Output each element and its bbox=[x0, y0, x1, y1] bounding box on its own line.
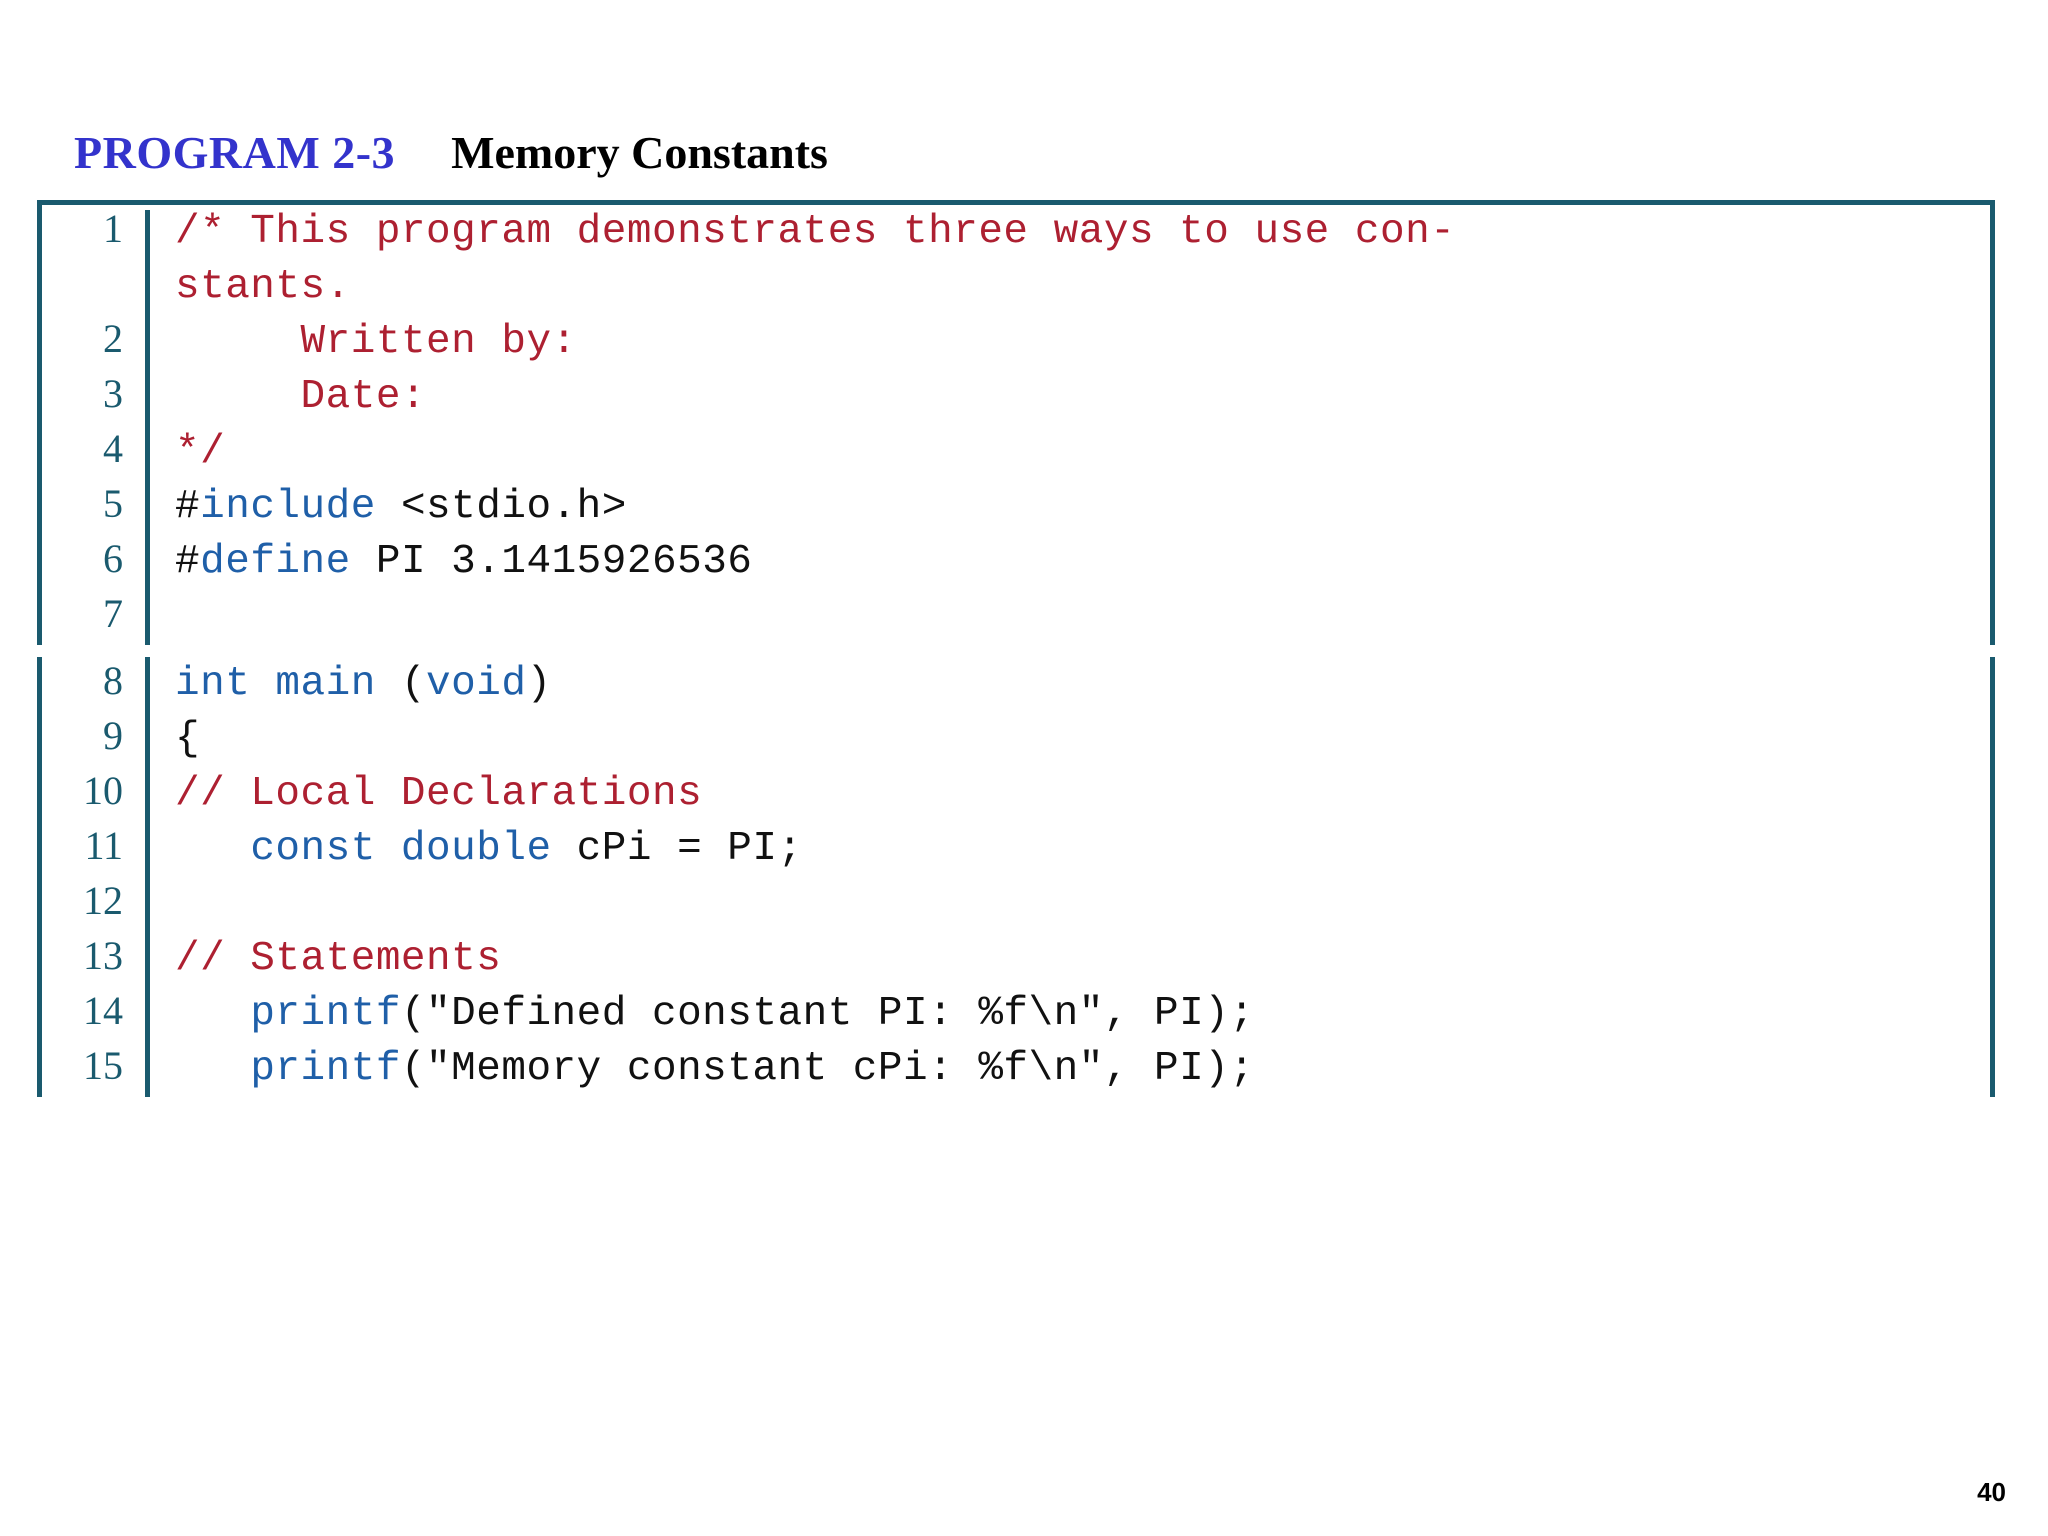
line-number: 6 bbox=[103, 536, 123, 581]
code-line: 11 const double cPi = PI; bbox=[42, 822, 1990, 877]
code-token-pl bbox=[175, 826, 250, 872]
code-token-cmt: /* This program demonstrates three ways … bbox=[175, 209, 1456, 310]
code-line-text: #define PI 3.1415926536 bbox=[145, 535, 1990, 590]
code-line: 13 // Statements bbox=[42, 932, 1990, 987]
page-number: 40 bbox=[1977, 1477, 2006, 1507]
code-line: 10 // Local Declarations bbox=[42, 767, 1990, 822]
line-number: 7 bbox=[103, 591, 123, 636]
code-token-cmt: // Statements bbox=[175, 936, 502, 982]
program-label: PROGRAM 2-3 bbox=[74, 127, 396, 178]
code-token-pl bbox=[175, 1046, 250, 1092]
code-line-text: Written by: bbox=[145, 315, 1990, 370]
code-token-kw: int main bbox=[175, 661, 401, 707]
code-token-pl: ("Defined constant PI: %f\n", PI); bbox=[400, 991, 1255, 1037]
code-line-text: */ bbox=[145, 425, 1990, 480]
line-number: 4 bbox=[103, 426, 123, 471]
code-line-text: // Statements bbox=[145, 932, 1990, 987]
code-line-text: // Local Declarations bbox=[145, 767, 1990, 822]
code-token-pl: cPi = PI; bbox=[551, 826, 803, 872]
code-token-pl: { bbox=[175, 716, 201, 762]
code-section: 1 /* This program demonstrates three ways… bbox=[37, 200, 1995, 645]
code-listing: 1 /* This program demonstrates three ways… bbox=[37, 200, 1995, 1380]
code-token-kw: printf bbox=[250, 1046, 401, 1092]
line-number: 3 bbox=[103, 371, 123, 416]
line-number: 2 bbox=[103, 316, 123, 361]
code-line: 9{ bbox=[42, 712, 1990, 767]
line-number: 8 bbox=[103, 658, 123, 703]
line-number: 13 bbox=[83, 933, 123, 978]
code-line-text: Date: bbox=[145, 370, 1990, 425]
code-line: 6 #define PI 3.1415926536 bbox=[42, 535, 1990, 590]
code-token-kw: void bbox=[426, 661, 527, 707]
code-token-pl: # bbox=[175, 484, 201, 530]
code-token-kw: define bbox=[200, 539, 351, 585]
code-token-kw: include bbox=[200, 484, 376, 530]
line-number: 9 bbox=[103, 713, 123, 758]
code-line: 1 /* This program demonstrates three ways… bbox=[42, 205, 1990, 315]
line-number: 15 bbox=[83, 1043, 123, 1088]
code-line-text: #include <stdio.h> bbox=[145, 480, 1990, 535]
code-line: 3 Date: bbox=[42, 370, 1990, 425]
code-token-pl: ( bbox=[400, 661, 427, 707]
code-token-pl bbox=[175, 991, 250, 1037]
code-line-text: { bbox=[145, 712, 1990, 767]
code-line: 14 printf("Defined constant PI: %f\n", P… bbox=[42, 987, 1990, 1042]
code-line-text: /* This program demonstrates three ways … bbox=[145, 205, 1990, 315]
line-number: 12 bbox=[83, 878, 123, 923]
code-token-kw: const double bbox=[250, 826, 552, 872]
code-token-pl: ) bbox=[526, 661, 552, 707]
code-token-cmt: */ bbox=[175, 429, 226, 475]
page-title: PROGRAM 2-3 Memory Constants bbox=[74, 130, 828, 176]
code-line: 12 bbox=[42, 877, 1990, 932]
code-section-gap bbox=[37, 645, 1995, 657]
code-token-pl: # bbox=[175, 539, 201, 585]
code-line: 5 #include <stdio.h> bbox=[42, 480, 1990, 535]
code-line: 15 printf("Memory constant cPi: %f\n", P… bbox=[42, 1042, 1990, 1097]
code-line-text: const double cPi = PI; bbox=[145, 822, 1990, 877]
code-token-pl: <stdio.h> bbox=[375, 484, 627, 530]
code-line-text: int main (void) bbox=[145, 657, 1990, 712]
code-line: 4 */ bbox=[42, 425, 1990, 480]
code-token-pl: ("Memory constant cPi: %f\n", PI); bbox=[400, 1046, 1255, 1092]
line-number: 14 bbox=[83, 988, 123, 1033]
code-token-cmt: Date: bbox=[175, 374, 427, 420]
code-token-cmt: // Local Declarations bbox=[175, 771, 703, 817]
code-token-cmt: Written by: bbox=[175, 319, 577, 365]
line-number: 10 bbox=[83, 768, 123, 813]
code-line-text: printf("Defined constant PI: %f\n", PI); bbox=[145, 987, 1990, 1042]
line-number: 11 bbox=[84, 823, 123, 868]
code-line: 8 int main (void) bbox=[42, 657, 1990, 712]
code-token-pl: PI 3.1415926536 bbox=[350, 539, 753, 585]
line-number: 5 bbox=[103, 481, 123, 526]
code-line: 7 bbox=[42, 590, 1990, 645]
code-line-text: printf("Memory constant cPi: %f\n", PI); bbox=[145, 1042, 1990, 1097]
line-number: 1 bbox=[103, 206, 123, 251]
code-line: 2 Written by: bbox=[42, 315, 1990, 370]
code-token-kw: printf bbox=[250, 991, 401, 1037]
program-name: Memory Constants bbox=[451, 127, 828, 178]
